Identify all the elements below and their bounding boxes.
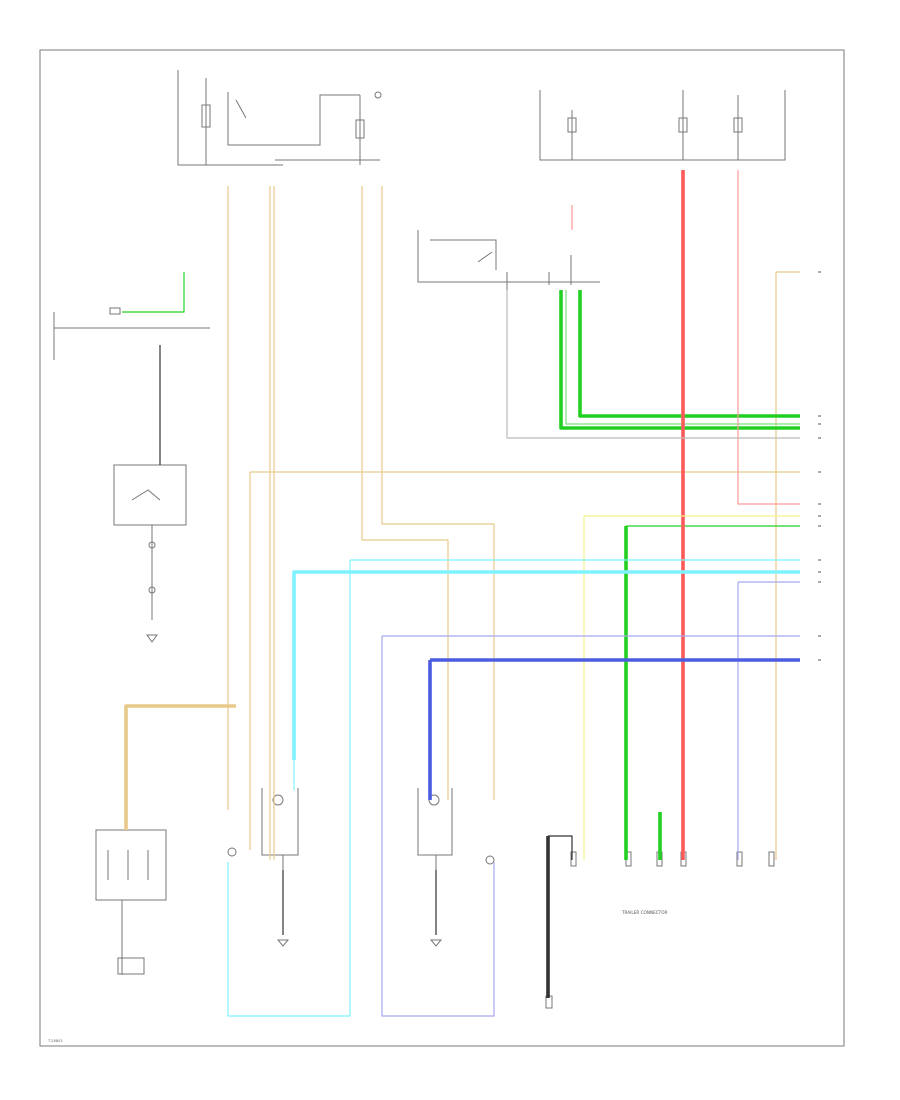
pink-wires <box>571 170 800 505</box>
junction-block <box>539 90 786 161</box>
relay-box <box>95 829 167 975</box>
black-wires <box>159 345 573 998</box>
green-wires <box>122 272 800 860</box>
right-lamp-assembly <box>417 788 495 947</box>
gray-wires <box>506 290 800 439</box>
diagram-frame <box>39 49 845 1047</box>
page-reference: T-28803 <box>47 1039 63 1043</box>
control-module-block <box>53 307 210 360</box>
yellow-wires <box>583 515 800 860</box>
blue-wires <box>428 658 800 800</box>
right-terminals <box>818 271 821 661</box>
tan-orange-wires <box>124 186 800 860</box>
hazard-switch-block <box>417 230 600 290</box>
left-lamp-assembly <box>227 788 299 947</box>
light-green-wires <box>565 290 800 425</box>
cyan-wires <box>227 559 800 1017</box>
trailer-connector-label: TRAILER CONNECTOR <box>621 910 668 915</box>
trailer-connector-pins: TRAILER CONNECTOR <box>570 851 775 915</box>
headlamp-switch-box <box>113 464 187 643</box>
light-blue-wires <box>381 581 800 1017</box>
fuse-relay-block <box>177 70 382 166</box>
